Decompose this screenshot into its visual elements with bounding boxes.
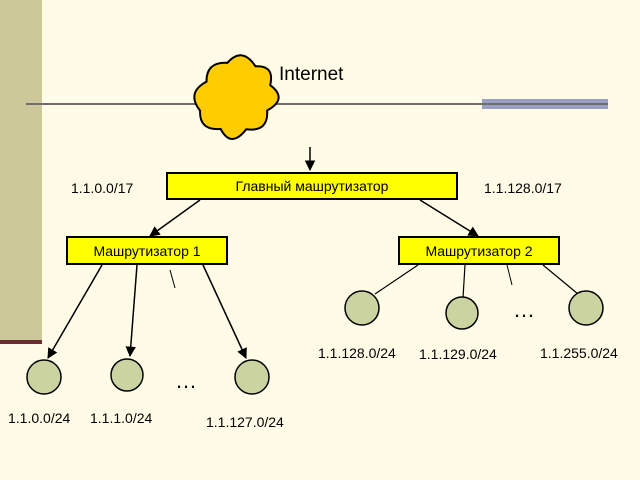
subnet-node bbox=[445, 296, 479, 330]
title-divider bbox=[26, 103, 608, 105]
subnet-label: 1.1.0.0/24 bbox=[8, 410, 71, 426]
internet-cloud-icon bbox=[193, 54, 280, 140]
router2-box: Машрутизатор 2 bbox=[398, 236, 560, 265]
subnet-node bbox=[234, 359, 270, 395]
router1-box: Машрутизатор 1 bbox=[66, 236, 228, 265]
subnet-node bbox=[344, 290, 380, 326]
subnet-node bbox=[26, 359, 62, 395]
tick-router1-more bbox=[169, 269, 176, 289]
more-subnets-ellipsis: … bbox=[513, 297, 537, 322]
subnet-label: 1.1.129.0/24 bbox=[419, 346, 497, 362]
slide-side-bar-accent bbox=[0, 340, 42, 344]
line-router2-to-subnet1 bbox=[374, 264, 419, 295]
main-router-box: Главный машрутизатор bbox=[166, 172, 458, 200]
subnet-label: 1.1.127.0/24 bbox=[206, 414, 284, 430]
title-divider-accent bbox=[482, 99, 608, 109]
more-subnets-ellipsis: … bbox=[175, 368, 199, 393]
arrow-main-to-router2 bbox=[419, 199, 479, 237]
subnet-label: 1.1.255.0/24 bbox=[540, 345, 618, 361]
line-router2-to-subnet2 bbox=[462, 264, 466, 299]
subnet-label: 1.1.128.0/24 bbox=[318, 345, 396, 361]
subnet-label: 1.1.1.0/24 bbox=[90, 410, 153, 426]
router1-network-label: 1.1.0.0/17 bbox=[71, 180, 134, 196]
tick-router2-more bbox=[506, 264, 513, 286]
arrow-router1-to-subnet2 bbox=[125, 264, 138, 358]
router2-network-label: 1.1.128.0/17 bbox=[484, 180, 562, 196]
line-router2-to-subnet3 bbox=[542, 264, 579, 295]
subnet-node bbox=[110, 358, 144, 392]
subnet-node bbox=[568, 290, 604, 326]
arrow-router1-to-subnet1 bbox=[47, 264, 103, 359]
internet-label: Internet bbox=[279, 64, 344, 85]
arrow-router1-to-subnet3 bbox=[202, 264, 247, 359]
slide-side-bar bbox=[0, 0, 42, 340]
arrow-main-to-router1 bbox=[149, 199, 201, 237]
